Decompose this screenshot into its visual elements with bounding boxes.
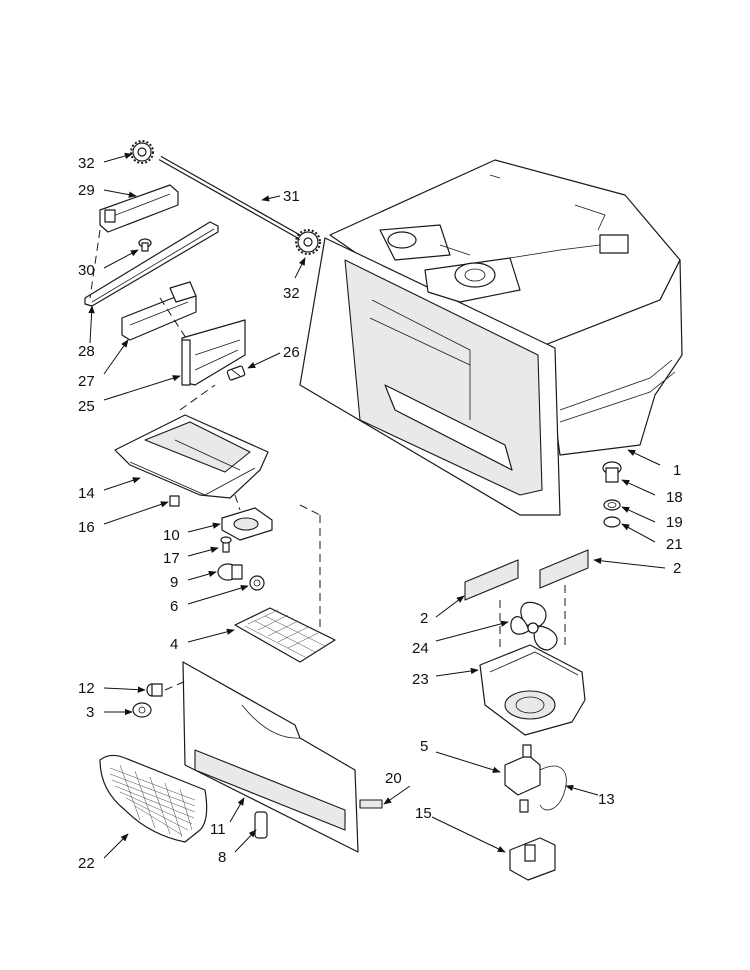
callout-1: 1 (673, 462, 681, 479)
callout-12: 12 (78, 680, 95, 697)
callout-30: 30 (78, 262, 95, 279)
part-19-ring[interactable] (603, 499, 621, 511)
part-4-ice-tray[interactable] (234, 504, 336, 663)
part-29-slide-bracket[interactable] (99, 184, 179, 233)
callout-11: 11 (210, 821, 226, 838)
part-31-rod[interactable] (158, 155, 307, 243)
callout-2-right: 2 (673, 560, 681, 577)
leader-lines (88, 152, 666, 859)
part-15-motor-bracket[interactable] (509, 837, 556, 881)
part-18-cap[interactable] (602, 461, 622, 483)
part-2-pad-left[interactable] (464, 559, 519, 601)
part-27-bracket[interactable] (121, 281, 197, 341)
callout-9: 9 (170, 574, 178, 591)
part-6-gear[interactable] (249, 575, 265, 591)
part-11-back-panel[interactable] (164, 661, 359, 853)
part-22-grille[interactable] (99, 754, 208, 843)
callout-29: 29 (78, 182, 95, 199)
callout-17: 17 (163, 550, 180, 567)
callout-25: 25 (78, 398, 95, 415)
callout-15: 15 (415, 805, 432, 822)
part-3-bearing[interactable] (132, 702, 152, 718)
callout-18: 18 (666, 489, 683, 506)
callout-labels: 32 29 31 30 32 28 27 26 25 1 14 18 16 19… (78, 155, 683, 872)
callout-22: 22 (78, 855, 95, 872)
callout-4: 4 (170, 636, 178, 653)
callout-19: 19 (666, 514, 683, 531)
part-8-handle[interactable] (254, 811, 268, 839)
part-32-gear-top[interactable] (130, 140, 154, 164)
callout-28: 28 (78, 343, 95, 360)
part-2-pad-right[interactable] (539, 549, 589, 589)
callout-10: 10 (163, 527, 180, 544)
part-25-side-bracket[interactable] (159, 297, 246, 386)
callout-3: 3 (86, 704, 94, 721)
callout-26: 26 (283, 344, 300, 361)
part-16-clip[interactable] (169, 495, 180, 507)
part-20-gasket[interactable] (359, 799, 383, 809)
part-5-fan-motor[interactable] (504, 744, 541, 813)
part-30-screw[interactable] (138, 238, 152, 252)
part-24-fan-blade[interactable] (510, 601, 558, 651)
callout-32-top: 32 (78, 155, 95, 172)
part-26-clip[interactable] (226, 365, 246, 381)
callout-24: 24 (412, 640, 429, 657)
part-10-motor[interactable] (221, 494, 273, 541)
callout-20: 20 (385, 770, 402, 787)
callout-31: 31 (283, 188, 300, 205)
part-23-fan-housing[interactable] (479, 585, 586, 736)
part-9-knob[interactable] (217, 563, 243, 581)
part-13-wire-harness[interactable] (539, 765, 567, 811)
callout-6: 6 (170, 598, 178, 615)
callout-32-bottom: 32 (283, 285, 300, 302)
part-17-screw[interactable] (220, 536, 232, 553)
part-21-spacer[interactable] (603, 516, 621, 528)
callout-16: 16 (78, 519, 95, 536)
part-32-gear-bottom[interactable] (295, 229, 321, 255)
part-28-slide-rail[interactable] (84, 221, 219, 307)
callout-23: 23 (412, 671, 429, 688)
part-12-bushing[interactable] (146, 683, 163, 697)
callout-8: 8 (218, 849, 226, 866)
callout-2-left: 2 (420, 610, 428, 627)
callout-14: 14 (78, 485, 95, 502)
callout-21: 21 (666, 536, 683, 553)
callout-27: 27 (78, 373, 95, 390)
callout-5: 5 (420, 738, 428, 755)
part-1-freezer-housing[interactable] (299, 159, 683, 516)
part-14-tray-support[interactable] (114, 384, 269, 499)
callout-13: 13 (598, 791, 615, 808)
